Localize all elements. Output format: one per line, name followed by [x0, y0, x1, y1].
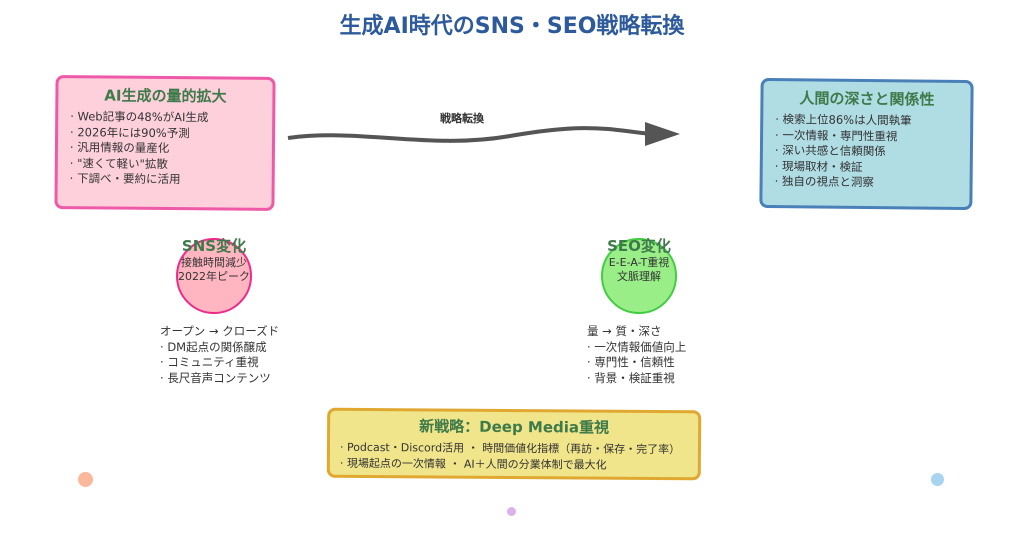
new-strategy-title: 新戦略：Deep Media重視	[419, 417, 610, 437]
seo-list: 量 → 質・深さ · 一次情報価値向上 · 専門性・信頼性 · 背景・検証重視	[587, 324, 686, 386]
list-item: 汎用情報の量産化	[70, 140, 260, 157]
list-item: 独自の視点と洞察	[775, 174, 958, 191]
ai-quantity-title: AI生成の量的拡大	[104, 86, 227, 106]
list-item: · 背景・検証重視	[587, 370, 675, 385]
seo-line1: E-E-A-T重視	[608, 256, 670, 269]
list-item: Web記事の48%がAI生成	[70, 109, 260, 126]
list-item: 検索上位86%は人間執筆	[775, 112, 958, 129]
page-title: 生成AI時代のSNS・SEO戦略転換	[339, 14, 685, 39]
seo-heading: 量 → 質・深さ	[587, 324, 662, 338]
strategy-arrow	[287, 122, 680, 146]
seo-change-circle: SEO変化 E-E-A-T重視 文脈理解	[601, 237, 677, 314]
human-depth-box: 人間の深さと関係性 検索上位86%は人間執筆 一次情報・専門性重視 深い共感と信…	[759, 77, 974, 211]
list-item: · 長尺音声コンテンツ	[160, 370, 271, 385]
human-depth-title: 人間の深さと関係性	[799, 89, 935, 109]
list-item: · コミュニティ重視	[160, 355, 259, 369]
arrow-label: 戦略転換	[440, 112, 484, 125]
list-item: 下調べ・要約に活用	[70, 171, 260, 188]
ai-quantity-box: AI生成の量的拡大 Web記事の48%がAI生成 2026年には90%予測 汎用…	[54, 75, 276, 211]
sns-title: SNS変化	[181, 237, 247, 255]
list-item: 2026年には90%予測	[70, 125, 260, 142]
list-item: · 一次情報価値向上	[587, 339, 687, 354]
seo-title: SEO変化	[607, 237, 671, 255]
list-item: · DM起点の関係醸成	[160, 339, 267, 354]
sns-line1: 接触時間減少	[181, 256, 247, 269]
sns-list: オープン → クローズド · DM起点の関係醸成 · コミュニティ重視 · 長尺…	[160, 324, 279, 386]
sns-change-circle: SNS変化 接触時間減少 2022年ピーク	[176, 237, 252, 314]
list-item: "速くて軽い"拡散	[70, 156, 260, 173]
list-item: 現場起点の一次情報 ・ AI＋人間の分業体制で最大化	[340, 455, 688, 473]
decorative-dot-orange	[78, 472, 93, 487]
list-item: Podcast・Discord活用 ・ 時間価値化指標（再訪・保存・完了率）	[340, 440, 688, 458]
decorative-dot-purple	[507, 507, 516, 516]
decorative-dot-blue	[931, 473, 944, 486]
new-strategy-box: 新戦略：Deep Media重視 Podcast・Discord活用 ・ 時間価…	[326, 407, 702, 481]
list-item: · 専門性・信頼性	[587, 355, 675, 369]
sns-line2: 2022年ピーク	[178, 270, 250, 283]
sns-heading: オープン → クローズド	[160, 324, 280, 338]
seo-line2: 文脈理解	[617, 270, 661, 283]
list-item: 深い共感と信頼関係	[775, 143, 958, 160]
